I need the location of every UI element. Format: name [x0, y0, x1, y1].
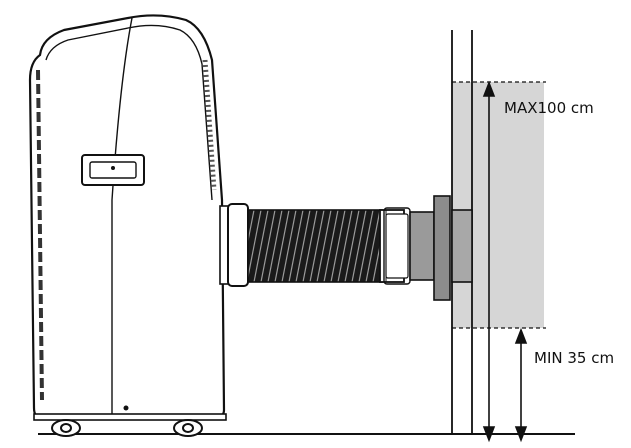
hose-rib — [330, 210, 346, 282]
hose-rib — [344, 210, 360, 282]
hose-rib — [358, 210, 374, 282]
unit-body — [28, 14, 226, 420]
hose-rib — [248, 210, 262, 281]
hose-rib — [288, 210, 304, 282]
hose-rib — [316, 210, 332, 282]
wheel-rear — [173, 419, 203, 437]
hose-rib — [365, 210, 381, 282]
hose-rib — [323, 210, 339, 282]
max-dimension-arrow — [482, 80, 496, 443]
wall-adapter — [409, 195, 473, 301]
min-label: MIN 35 cm — [534, 349, 614, 367]
hose-rib — [248, 210, 255, 245]
hose-rib — [309, 210, 325, 282]
hose-rib — [302, 210, 318, 282]
hose-rib — [253, 210, 269, 282]
hose-rib — [267, 210, 283, 282]
min-dimension-arrow — [514, 327, 528, 443]
hose-rib — [351, 210, 367, 282]
window-zone — [452, 82, 544, 328]
hose-rib — [295, 210, 311, 282]
hose-rib — [281, 210, 297, 282]
wheel-front — [51, 419, 81, 437]
hose-rib — [260, 210, 276, 282]
max-label: MAX100 cm — [504, 99, 594, 117]
exhaust-hose — [247, 209, 383, 283]
air-conditioner-unit — [28, 14, 227, 437]
hose-rib — [274, 210, 290, 282]
hose-rib — [337, 210, 353, 282]
unit-connector — [219, 203, 249, 287]
window-connector — [379, 207, 411, 285]
